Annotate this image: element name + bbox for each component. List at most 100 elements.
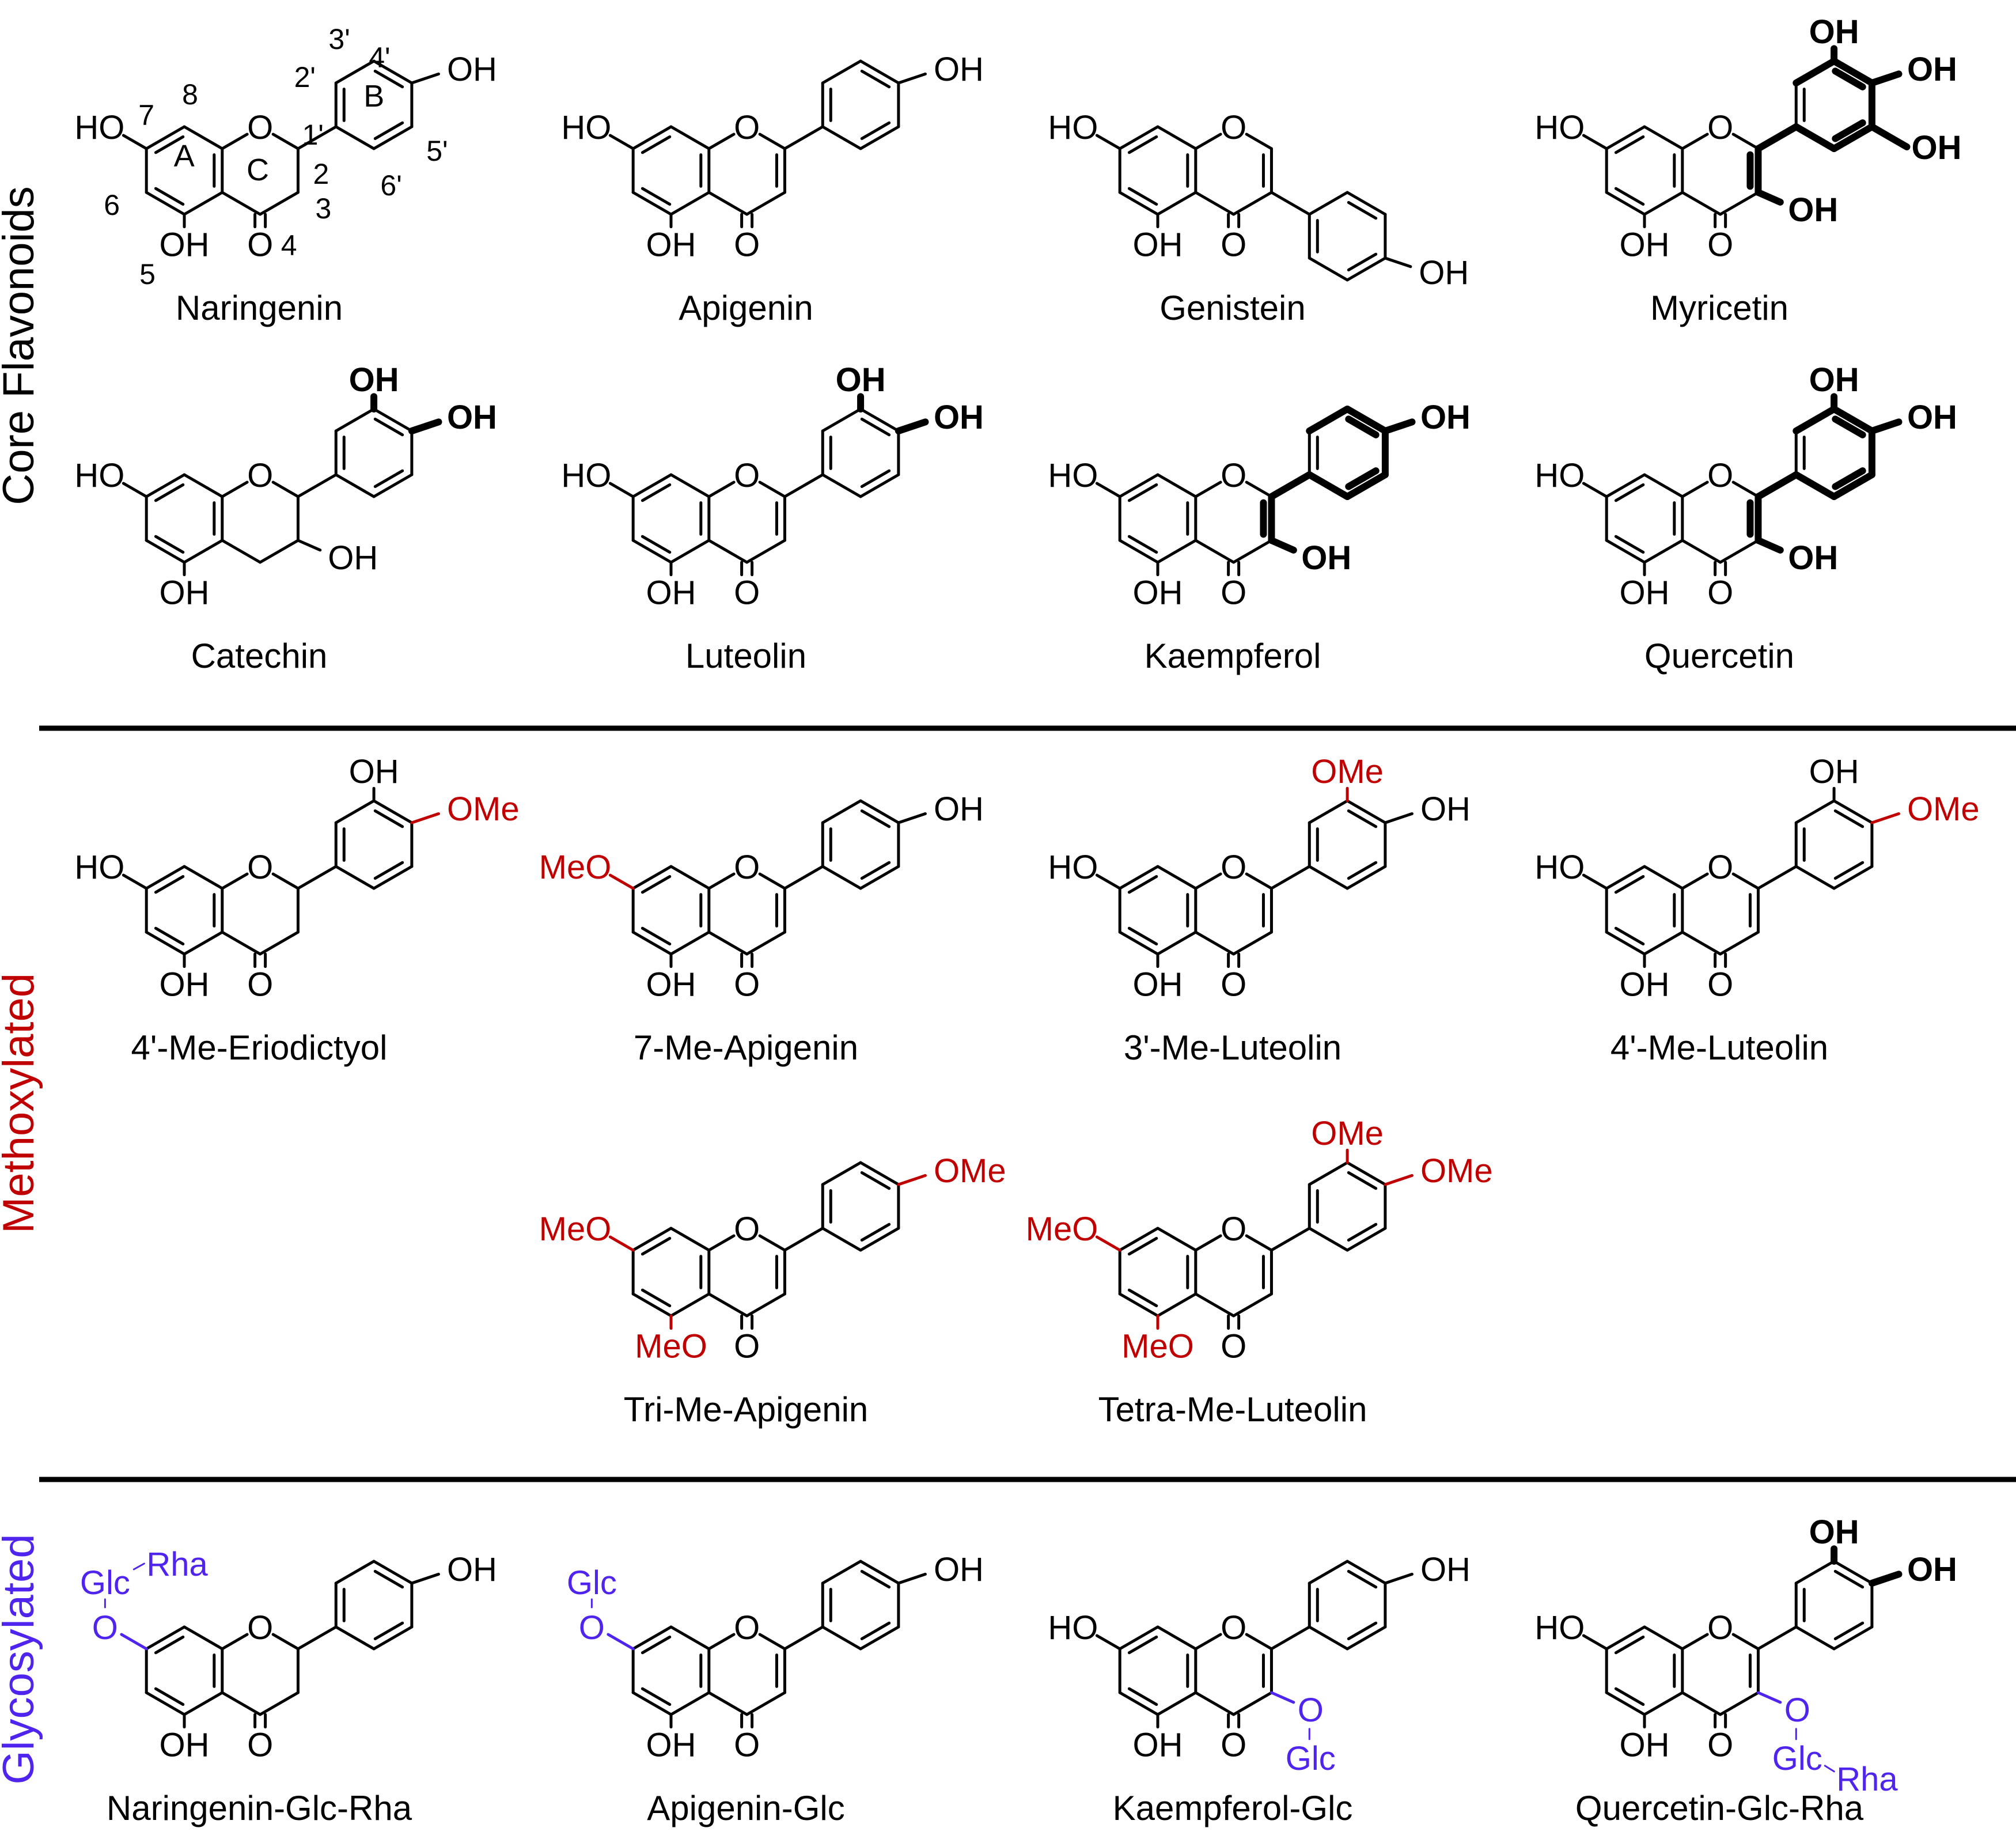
hydroxyl-4prime-label: OH xyxy=(1420,1551,1471,1588)
carbonyl-oxygen-label: O xyxy=(1221,966,1246,1004)
hydroxyl-4prime-label: OH xyxy=(1420,399,1471,436)
carbonyl-oxygen-label: O xyxy=(734,1328,760,1365)
ring-oxygen-label: O xyxy=(734,1609,760,1647)
carbonyl-oxygen-label: O xyxy=(247,226,273,264)
numbering-label: 6' xyxy=(380,169,401,202)
ring-oxygen-label: O xyxy=(247,1609,273,1647)
hydroxyl-4prime-label: OH xyxy=(934,1551,984,1588)
numbering-label: 5' xyxy=(426,135,448,167)
glucose-label: Glc xyxy=(80,1564,130,1602)
hydroxyl-3-label: OH xyxy=(1788,191,1838,229)
hydroxyl-7-label: HO xyxy=(1534,457,1585,494)
hydroxyl-7-label: HO xyxy=(1534,109,1585,146)
hydroxyl-4prime-label: OH xyxy=(1907,1551,1957,1588)
hydroxyl-4prime-label: OH xyxy=(1907,399,1957,436)
carbonyl-oxygen-label: O xyxy=(734,574,760,612)
hydroxyl-4prime-label: OH xyxy=(1420,790,1471,828)
hydroxyl-4prime-label: OH xyxy=(447,399,497,436)
hydroxyl-5-label: OH xyxy=(646,966,696,1004)
hydroxyl-5-label: OH xyxy=(160,966,210,1004)
carbonyl-oxygen-label: O xyxy=(1707,966,1733,1004)
numbering-label: 7 xyxy=(138,99,154,131)
hydroxyl-5-label: OH xyxy=(1133,966,1183,1004)
section-label-core: Core Flavonoids xyxy=(0,186,43,505)
hydroxyl-7-label: HO xyxy=(1048,457,1098,494)
methoxy-7-label: MeO xyxy=(539,1210,612,1248)
compound-name: Quercetin-Glc-Rha xyxy=(1575,1789,1864,1827)
hydroxyl-7-label: HO xyxy=(74,109,124,146)
hydroxyl-3-label: OH xyxy=(1301,539,1351,577)
carbonyl-oxygen-label: O xyxy=(1707,226,1733,264)
hydroxyl-7-label: HO xyxy=(1534,849,1585,886)
methoxy-3prime-label: OMe xyxy=(1311,753,1384,790)
compound-name: Kaempferol-Glc xyxy=(1113,1789,1353,1827)
hydroxyl-4prime-label: OH xyxy=(934,399,984,436)
hydroxyl-4prime-label: OH xyxy=(934,790,984,828)
carbonyl-oxygen-label: O xyxy=(734,966,760,1004)
ring-oxygen-label: O xyxy=(1707,849,1733,886)
methoxy-4prime-label: OMe xyxy=(1907,790,1980,828)
carbonyl-oxygen-label: O xyxy=(1221,574,1246,612)
glycosidic-oxygen-label: O xyxy=(579,1609,605,1647)
carbonyl-oxygen-label: O xyxy=(734,1727,760,1764)
compound-name: 4'-Me-Luteolin xyxy=(1610,1028,1828,1067)
numbering-label: 4' xyxy=(369,41,390,74)
ring-c-label: C xyxy=(247,153,269,187)
hydroxyl-7-label: HO xyxy=(1048,1609,1098,1647)
hydroxyl-4prime-label: OH xyxy=(447,51,497,88)
hydroxyl-7-label: HO xyxy=(74,457,124,494)
compound-name: Apigenin xyxy=(679,289,813,327)
glycosidic-oxygen-label: O xyxy=(1784,1691,1810,1729)
hydroxyl-5-label: OH xyxy=(160,226,210,264)
hydroxyl-3prime-label: OH xyxy=(1809,361,1859,399)
compound-name: 4'-Me-Eriodictyol xyxy=(131,1028,388,1067)
hydroxyl-5-label: OH xyxy=(1620,574,1670,612)
hydroxyl-5-label: OH xyxy=(646,226,696,264)
hydroxyl-5prime-label: OH xyxy=(1911,129,1961,166)
rhamnose-label: Rha xyxy=(146,1546,208,1583)
glucose-label: Glc xyxy=(1286,1740,1336,1777)
methoxy-7-label: MeO xyxy=(539,849,612,886)
hydroxyl-7-label: HO xyxy=(561,457,611,494)
carbonyl-oxygen-label: O xyxy=(1221,1727,1246,1764)
ring-oxygen-label: O xyxy=(1221,109,1246,146)
section-dividers xyxy=(39,725,2016,1482)
compound-name: Myricetin xyxy=(1650,289,1788,327)
compound-name: Naringenin-Glc-Rha xyxy=(107,1789,412,1827)
hydroxyl-3prime-label: OH xyxy=(349,361,399,399)
hydroxyl-5-label: OH xyxy=(160,1727,210,1764)
ring-b-label: B xyxy=(363,79,384,113)
hydroxyl-7-label: HO xyxy=(74,849,124,886)
hydroxyl-3prime-label: OH xyxy=(1809,753,1859,790)
section-label-glycosylated: Glycosylated xyxy=(0,1534,43,1784)
compound-name: 3'-Me-Luteolin xyxy=(1124,1028,1342,1067)
hydroxyl-5-label: OH xyxy=(160,574,210,612)
ring-oxygen-label: O xyxy=(1221,1210,1246,1248)
carbonyl-oxygen-label: O xyxy=(1221,226,1246,264)
compound-name: Genistein xyxy=(1159,289,1305,327)
molecule-11: O O OH HO OH OMe 4'-Me-Luteolin xyxy=(1534,753,1979,1067)
hydroxyl-5-label: OH xyxy=(646,574,696,612)
section-label-methoxylated: Methoxylated xyxy=(0,973,43,1233)
methoxy-7-label: MeO xyxy=(1026,1210,1098,1248)
hydroxyl-5-label: OH xyxy=(1620,226,1670,264)
methoxy-3prime-label: OMe xyxy=(1311,1115,1384,1152)
ring-oxygen-label: O xyxy=(247,849,273,886)
hydroxyl-3-label: OH xyxy=(1788,539,1838,577)
hydroxyl-3prime-label: OH xyxy=(1809,13,1859,51)
methoxy-4prime-label: OMe xyxy=(934,1152,1006,1190)
hydroxyl-5-label: OH xyxy=(1620,966,1670,1004)
numbering-label: 4 xyxy=(281,229,297,262)
ring-oxygen-label: O xyxy=(1707,109,1733,146)
numbering-label: 5 xyxy=(139,258,156,290)
